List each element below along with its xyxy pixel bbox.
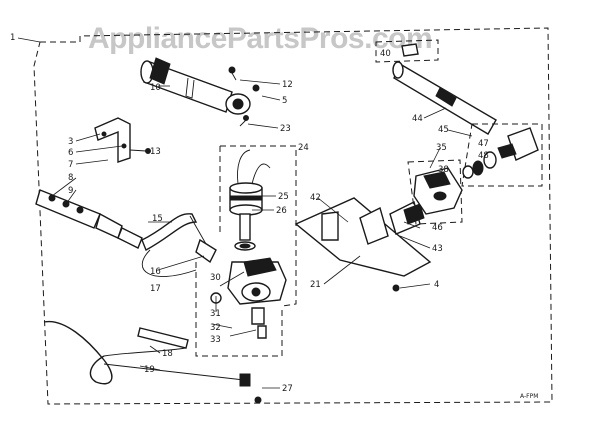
- callout-27: 27: [282, 384, 293, 394]
- callout-7: 7: [68, 160, 73, 170]
- leader-lines: [51, 79, 473, 389]
- callout-44: 44: [412, 114, 423, 124]
- callout-45: 45: [438, 125, 449, 135]
- burner-box-35: [407, 159, 463, 225]
- callout-8: 8: [68, 173, 73, 183]
- callout-6: 6: [68, 148, 73, 158]
- valve-plunger: [234, 213, 256, 251]
- callout-47: 47: [478, 139, 489, 149]
- callout-17: 17: [150, 284, 161, 294]
- orifice-fittings: [462, 127, 539, 179]
- callout-24: 24: [298, 143, 309, 153]
- callout-43: 43: [432, 244, 443, 254]
- callout-18: 18: [162, 349, 173, 359]
- long-burner-tube: [392, 61, 497, 135]
- clip-40: [375, 39, 439, 63]
- valve-assembly-box: [220, 145, 297, 307]
- callout-1-leader: [17, 37, 41, 43]
- callout-26: 26: [276, 206, 287, 216]
- callout-4: 4: [434, 280, 439, 290]
- gas-valve-left: [35, 189, 143, 249]
- callout-5: 5: [282, 96, 287, 106]
- igniter-wire: [43, 320, 262, 404]
- callout-40: 40: [380, 49, 391, 59]
- callout-42: 42: [310, 193, 321, 203]
- solenoid-coil: [229, 149, 271, 216]
- callout-16: 16: [150, 267, 161, 277]
- callout-23: 23: [280, 124, 291, 134]
- callout-10: 10: [150, 83, 161, 93]
- callout-9: 9: [68, 186, 73, 196]
- callout-13: 13: [150, 147, 161, 157]
- callout-12: 12: [282, 80, 293, 90]
- gas-tube-15: [141, 213, 198, 251]
- callout-48: 48: [478, 151, 489, 161]
- screw-12: [228, 66, 237, 81]
- mounting-plate: [294, 197, 432, 292]
- callout-30: 30: [210, 273, 221, 283]
- diagram-code: A-FPM: [520, 393, 538, 400]
- callout-labels: 1 10 12 5 23 24 3 6 7 13 8 9 15 16 17 25…: [10, 33, 489, 394]
- fitting-16: [195, 238, 217, 264]
- callout-19: 19: [144, 365, 155, 375]
- screw-5: [252, 84, 260, 92]
- callout-31: 31: [210, 309, 221, 319]
- assembly-boundary: [33, 27, 553, 405]
- callout-33: 33: [210, 335, 221, 345]
- callout-3: 3: [68, 137, 73, 147]
- callout-1: 1: [10, 33, 15, 43]
- pilot-assembly: [359, 200, 425, 245]
- callout-46: 46: [432, 223, 443, 233]
- gas-tube-17: [141, 249, 197, 277]
- burner-head: [413, 167, 463, 215]
- callout-35: 35: [436, 143, 447, 153]
- gas-tube-16: [189, 215, 207, 245]
- callout-15: 15: [152, 214, 163, 224]
- watermark-text: AppliancePartsPros.com: [88, 22, 432, 55]
- callout-32: 32: [210, 323, 221, 333]
- callout-25: 25: [278, 192, 289, 202]
- callout-21: 21: [310, 280, 321, 290]
- orifice-box-45: [461, 123, 543, 187]
- valve-subassembly-box: [195, 262, 283, 357]
- mounting-bracket: [94, 117, 151, 163]
- burner-tube: [140, 57, 251, 115]
- screw-23: [239, 115, 249, 127]
- callout-38: 38: [438, 165, 449, 175]
- igniter-electrode: [137, 327, 189, 349]
